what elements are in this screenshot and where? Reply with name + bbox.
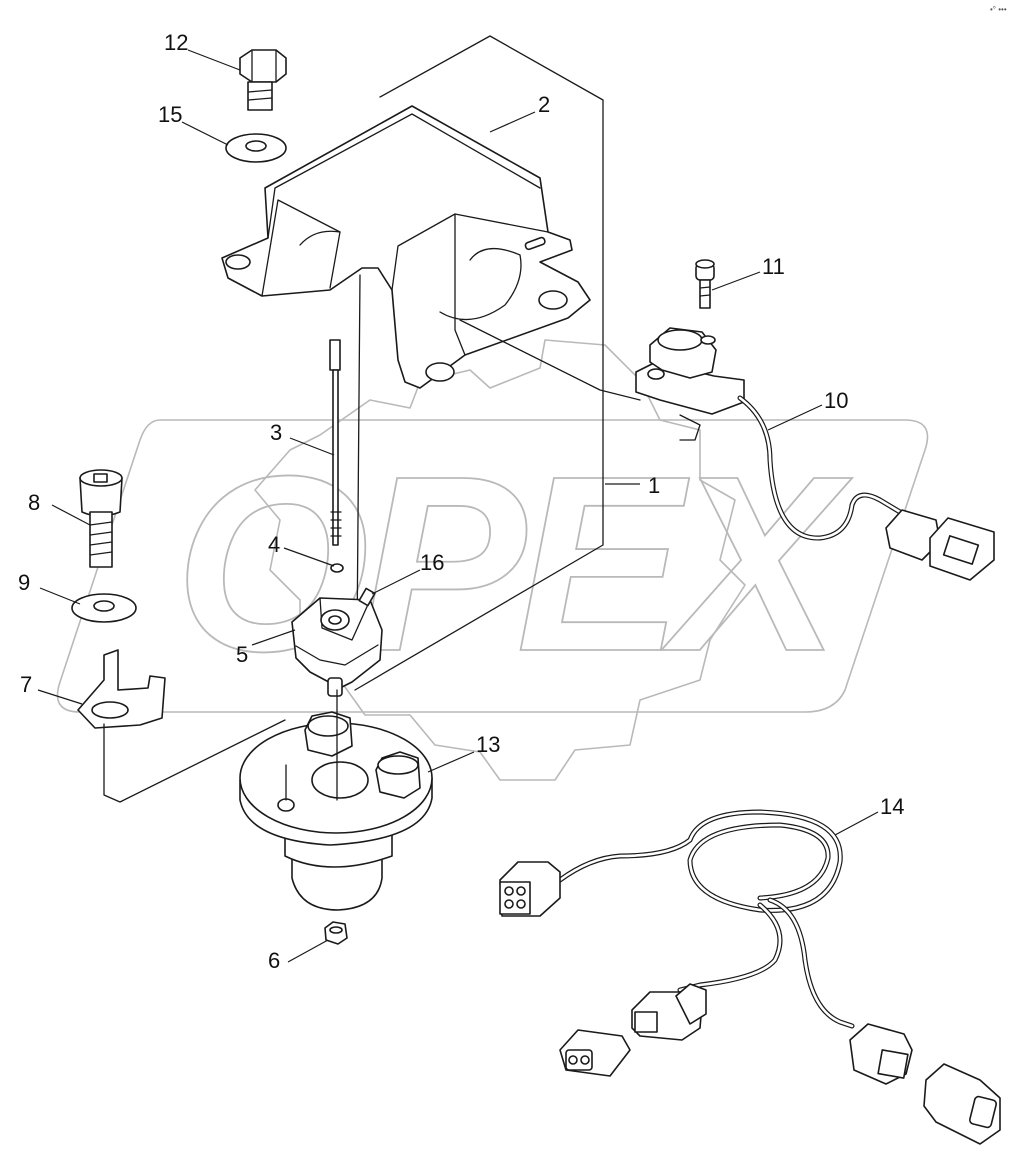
callout-10: 10 <box>824 388 848 413</box>
callout-13: 13 <box>476 732 500 757</box>
watermark-text: OPEX <box>175 424 853 703</box>
callout-1: 1 <box>648 473 660 498</box>
callout-3: 3 <box>270 420 282 445</box>
callout-16: 16 <box>420 550 444 575</box>
pin <box>358 587 376 607</box>
nut <box>324 921 348 945</box>
watermark-gear-outline <box>254 339 746 781</box>
callout-14: 14 <box>880 794 904 819</box>
bracket <box>221 105 591 389</box>
assembly-frame <box>354 35 640 691</box>
washer-left <box>71 593 137 623</box>
callout-4: 4 <box>268 532 280 557</box>
callout-11: 11 <box>762 254 785 279</box>
watermark-banner <box>56 419 929 713</box>
position-sensor <box>459 319 995 581</box>
callout-2: 2 <box>538 92 550 117</box>
rod <box>329 339 342 546</box>
hex-bolt <box>239 49 287 111</box>
opex-watermark: OPEX <box>56 339 929 781</box>
callout-labels: 1 2 3 4 5 6 7 8 9 10 11 12 13 14 15 16 <box>18 30 904 973</box>
cap-screw <box>79 469 123 568</box>
sensor-body <box>291 597 383 697</box>
leader-lines <box>37 49 879 963</box>
callout-5: 5 <box>236 642 248 667</box>
callout-6: 6 <box>268 948 280 973</box>
callout-8: 8 <box>28 490 40 515</box>
callout-15: 15 <box>158 102 182 127</box>
washer-top <box>225 133 287 163</box>
clip <box>77 649 286 803</box>
callout-9: 9 <box>18 570 30 595</box>
wiring-harness <box>499 809 1001 1145</box>
callout-12: 12 <box>164 30 188 55</box>
corner-mark: •° ••• <box>990 5 1007 14</box>
socket-screw <box>695 259 715 309</box>
callout-7: 7 <box>20 672 32 697</box>
base-housing <box>239 689 433 911</box>
